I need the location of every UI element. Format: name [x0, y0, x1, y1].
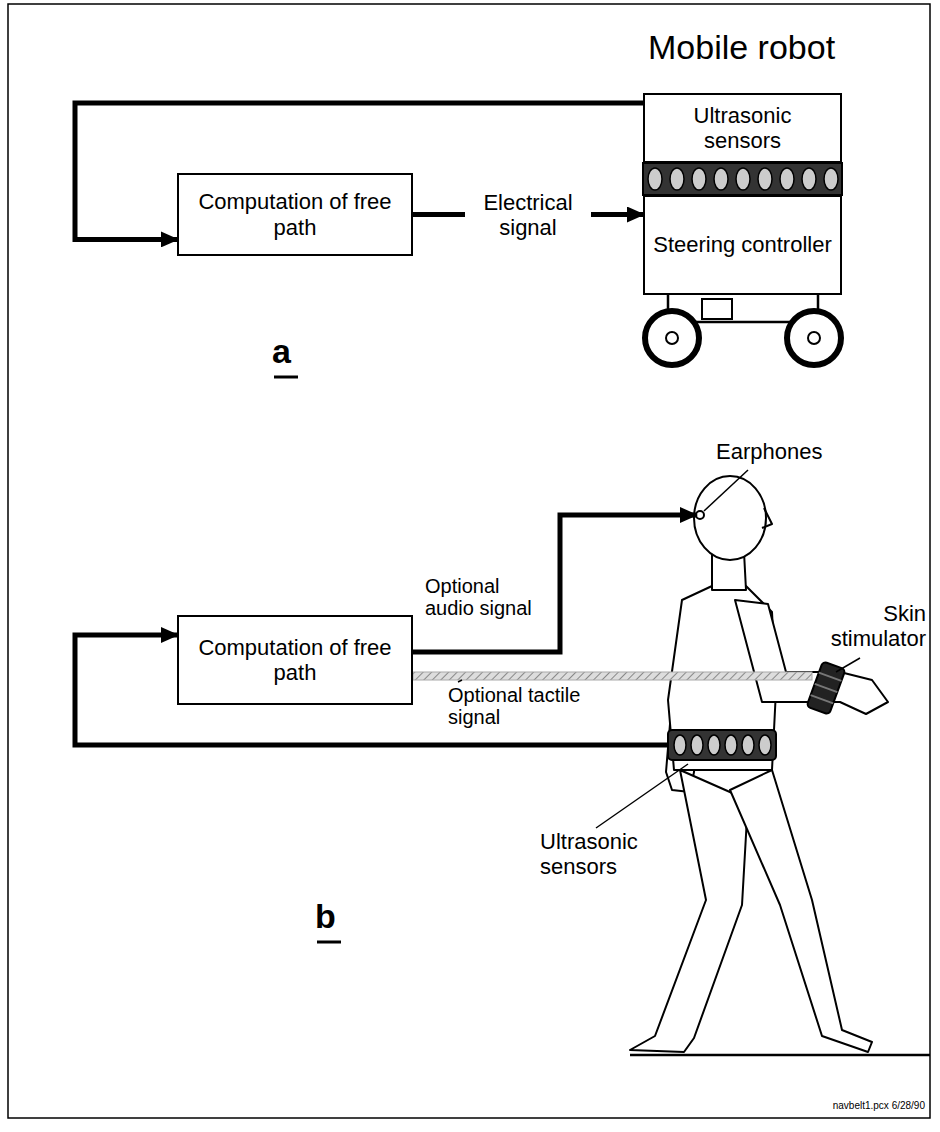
sensor-belt — [668, 730, 776, 760]
controller-box: Steering controller — [643, 195, 842, 295]
underline — [274, 376, 298, 379]
tactile-wire-edge — [413, 672, 812, 680]
leader-line — [704, 470, 748, 511]
process-box: Computation of free path — [177, 615, 413, 705]
walking-person — [630, 476, 930, 1055]
sensor-box: Ultrasonic sensors — [643, 93, 842, 163]
robot-chassis — [645, 295, 841, 365]
node-text: Ultrasonic sensors — [653, 103, 832, 154]
leader-line — [458, 680, 462, 682]
tactile-wire — [413, 672, 812, 680]
file-note: navbelt1.pcx 6/28/90 — [760, 1100, 925, 1111]
earphone — [696, 511, 704, 519]
frame — [8, 4, 930, 1118]
figure-heading: Mobile robot — [648, 28, 933, 66]
node-text: Steering controller — [653, 232, 832, 257]
leader-line — [596, 764, 688, 828]
panel-letter: b — [315, 897, 355, 935]
sensor-band — [643, 163, 842, 195]
node-text: Computation of free path — [187, 189, 403, 240]
process-box: Computation of free path — [177, 173, 413, 256]
node-text: Computation of free path — [187, 635, 403, 686]
part-label: Skin stimulator — [826, 602, 926, 651]
part-label: Ultrasonic sensors — [540, 830, 670, 879]
underline — [317, 941, 341, 944]
signal-label: Optional audio signal — [425, 575, 535, 620]
signal-label: Optional tactile signal — [448, 684, 593, 729]
audio-wire — [413, 515, 696, 652]
part-label: Earphones — [716, 440, 866, 465]
leader-line — [836, 658, 860, 672]
panel-letter: a — [272, 332, 312, 370]
edge-label: Electrical signal — [465, 188, 591, 241]
